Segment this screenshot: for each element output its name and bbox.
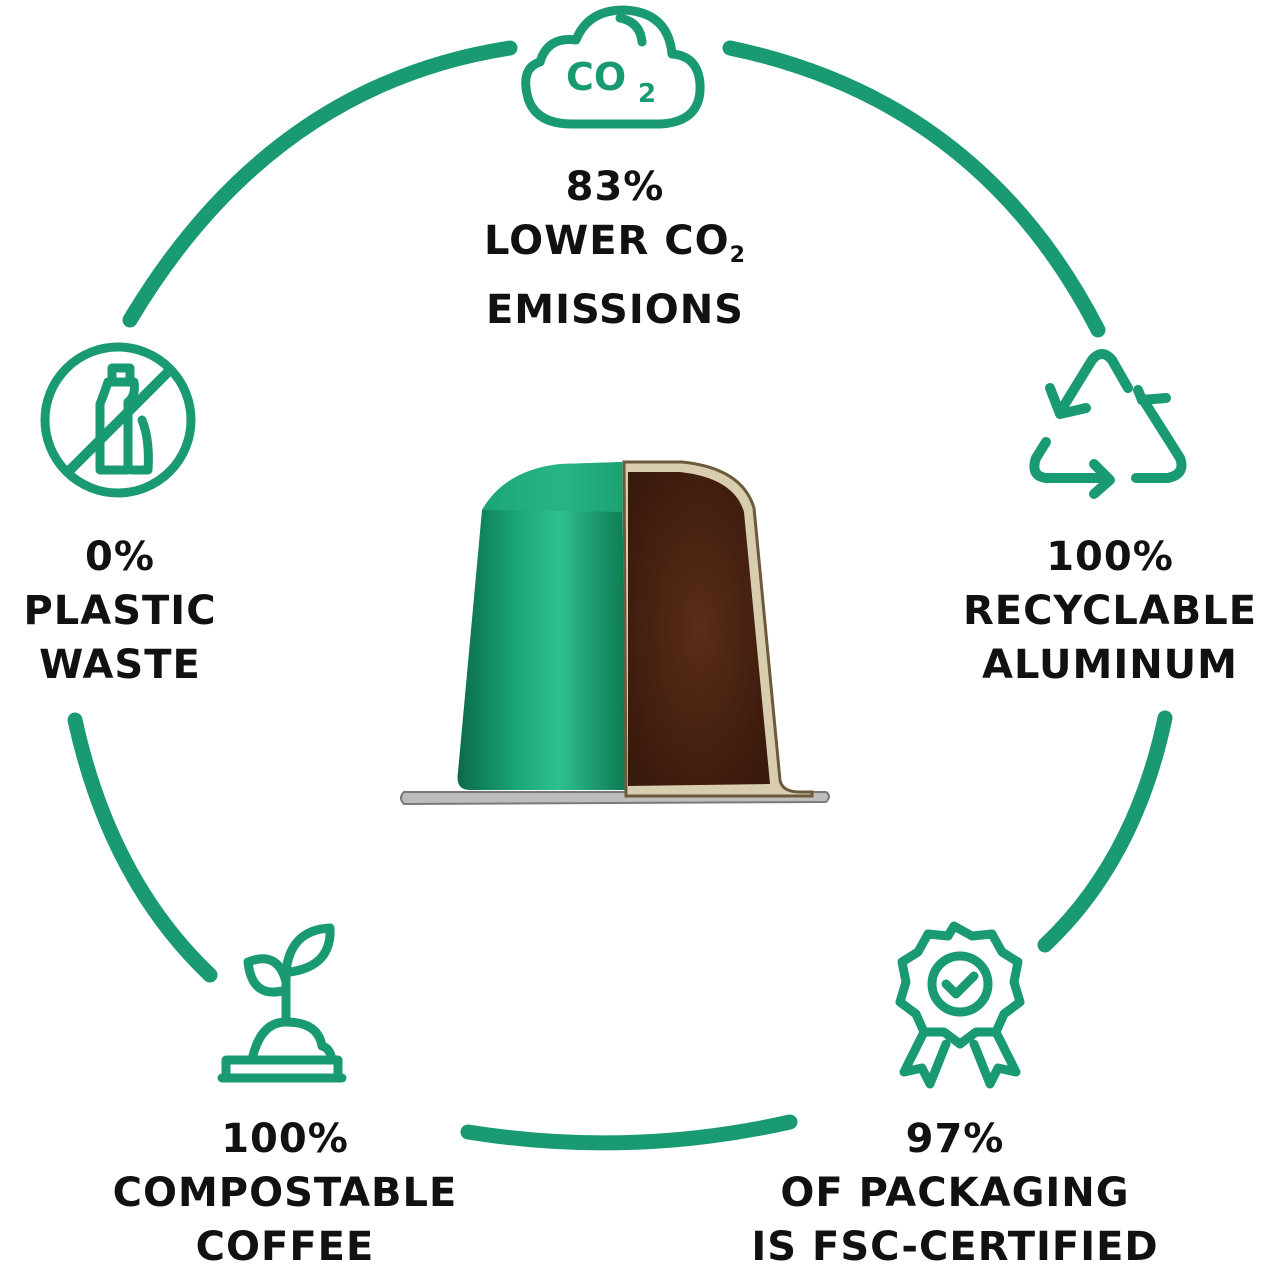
compost-value: 100% [221, 1116, 349, 1162]
co2-line1-text: LOWER CO [484, 218, 730, 264]
co2-line1-subscript: 2 [729, 243, 746, 268]
compost-line2: COFFEE [195, 1224, 375, 1270]
sprout-soil-icon [217, 923, 347, 1083]
cycle-arcs [67, 40, 1173, 1151]
fsc-line1: OF PACKAGING [780, 1170, 1130, 1216]
compost-line1: COMPOSTABLE [112, 1170, 458, 1216]
co2-icon-subscript: 2 [638, 79, 656, 109]
co2-line1: LOWER CO2 [415, 214, 815, 283]
arc-bottom [460, 1114, 798, 1151]
fsc-line2: IS FSC-CERTIFIED [751, 1224, 1159, 1270]
plastic-value: 0% [85, 534, 155, 580]
fsc-value: 97% [905, 1116, 1005, 1162]
arc-left [67, 712, 218, 983]
plastic-line1: PLASTIC [23, 588, 217, 634]
co2-icon-text: CO [566, 55, 626, 99]
plastic-line2: WASTE [39, 642, 201, 688]
recycle-line2: ALUMINUM [982, 642, 1238, 688]
benefit-co2-label: 83% LOWER CO2 EMISSIONS [415, 160, 815, 337]
arc-right [1037, 710, 1173, 953]
arc-top-left [122, 40, 518, 328]
co2-line2: EMISSIONS [485, 287, 744, 333]
benefit-recycle-label: 100% RECYCLABLE ALUMINUM [955, 530, 1265, 692]
recycle-line1: RECYCLABLE [962, 588, 1258, 634]
benefit-plastic-label: 0% PLASTIC WASTE [0, 530, 240, 692]
arc-top-right [722, 40, 1106, 338]
award-ribbon-check-icon [895, 921, 1025, 1089]
coffee-capsule-image [400, 460, 830, 806]
recycle-value: 100% [1046, 534, 1174, 580]
co2-value: 83% [565, 164, 665, 210]
co2-cloud-icon: CO 2 [521, 5, 705, 129]
benefit-compost-label: 100% COMPOSTABLE COFFEE [95, 1112, 475, 1274]
benefit-fsc-label: 97% OF PACKAGING IS FSC-CERTIFIED [715, 1112, 1195, 1274]
no-plastic-bottle-icon [40, 342, 196, 498]
recycle-arrows-icon [1029, 349, 1187, 499]
